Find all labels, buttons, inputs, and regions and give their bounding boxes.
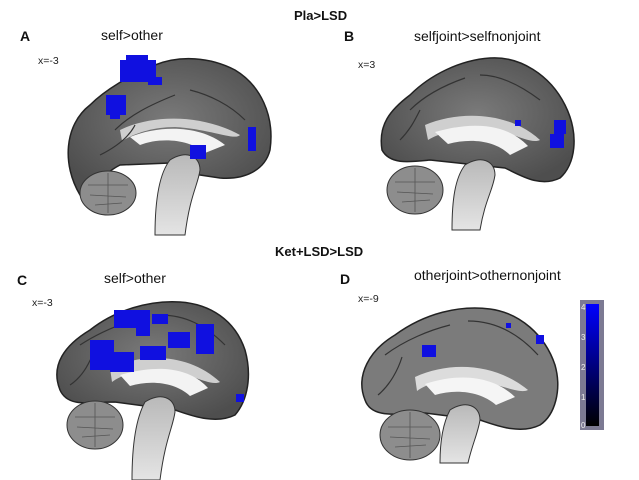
panel-d-contrast: otherjoint>othernonjoint	[414, 267, 561, 283]
group-title-pla-lsd: Pla>LSD	[294, 8, 348, 23]
panel-a-contrast: self>other	[101, 27, 163, 43]
panel-letter-a: A	[20, 28, 31, 44]
panel-d-coordinate: x=-9	[358, 293, 379, 305]
colorbar-tick-0: 0	[581, 421, 586, 430]
brain-slice-a	[67, 55, 272, 236]
colorbar-tick-2: 2	[581, 363, 586, 372]
panel-letter-b: B	[344, 28, 355, 44]
colorbar-tick-3: 3	[581, 333, 586, 342]
colorbar: 4 3 2 1 0	[580, 300, 604, 430]
panel-a-coordinate: x=-3	[38, 55, 59, 67]
group-title-ket-lsd: Ket+LSD>LSD	[275, 244, 364, 259]
panel-c-contrast: self>other	[104, 270, 166, 286]
brain-slice-d	[361, 307, 559, 464]
brain-slice-c	[56, 301, 250, 480]
panel-c-coordinate: x=-3	[32, 297, 53, 309]
colorbar-tick-4: 4	[581, 303, 586, 312]
brain-slice-b	[380, 57, 575, 231]
colorbar-tick-1: 1	[581, 393, 586, 402]
panel-letter-d: D	[340, 271, 351, 287]
panel-letter-c: C	[17, 272, 28, 288]
panel-b-coordinate: x=3	[358, 59, 376, 71]
panel-b-contrast: selfjoint>selfnonjoint	[414, 28, 541, 44]
